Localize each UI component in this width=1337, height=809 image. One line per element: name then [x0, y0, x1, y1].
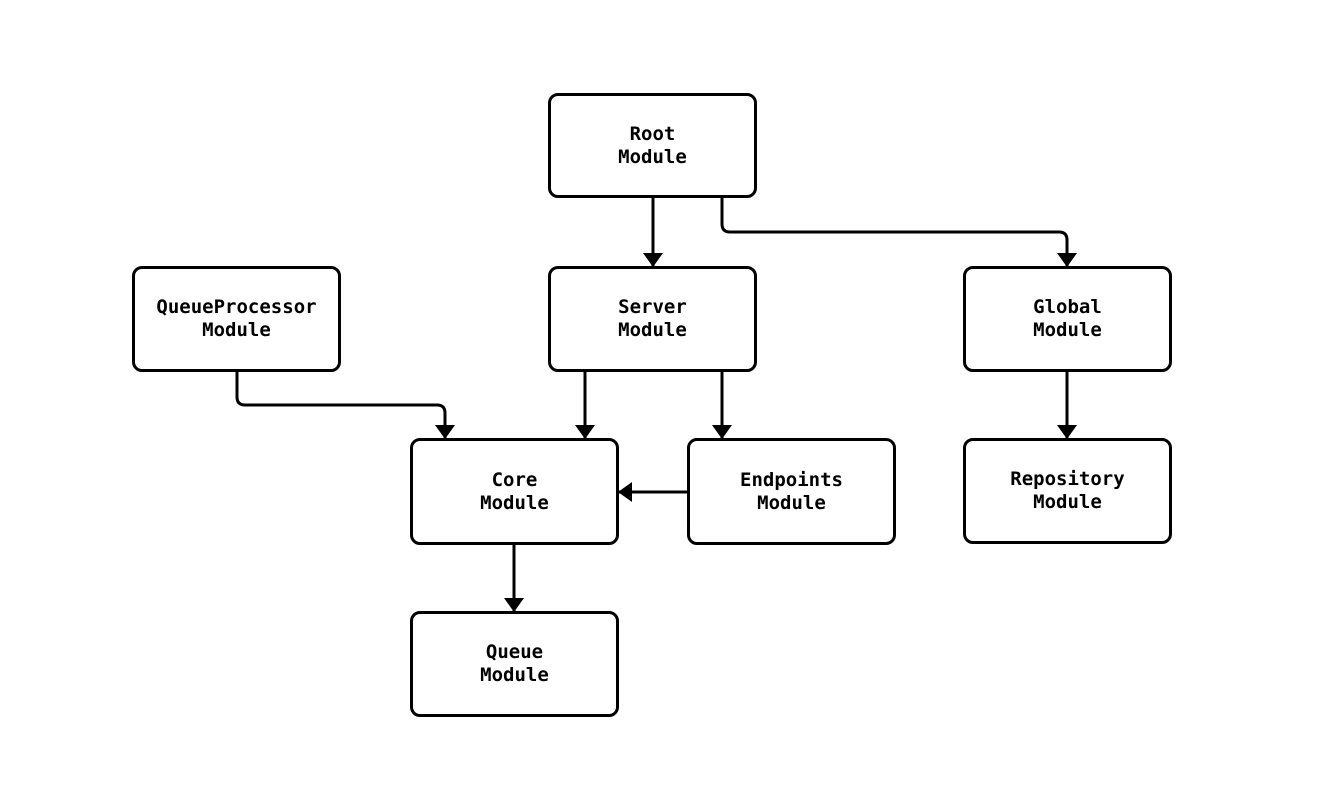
node-global-module: Global Module: [963, 266, 1172, 372]
node-repository-module: Repository Module: [963, 438, 1172, 544]
node-core-module: Core Module: [410, 438, 619, 545]
node-root-module: Root Module: [548, 93, 757, 198]
edge-root-to-global: [720, 198, 1077, 267]
node-queueprocessor-module: QueueProcessor Module: [132, 266, 341, 372]
node-endpoints-module: Endpoints Module: [687, 438, 896, 545]
node-server-module: Server Module: [548, 266, 757, 372]
edge-queueprocessor-to-core: [235, 372, 455, 439]
node-queue-module: Queue Module: [410, 611, 619, 717]
